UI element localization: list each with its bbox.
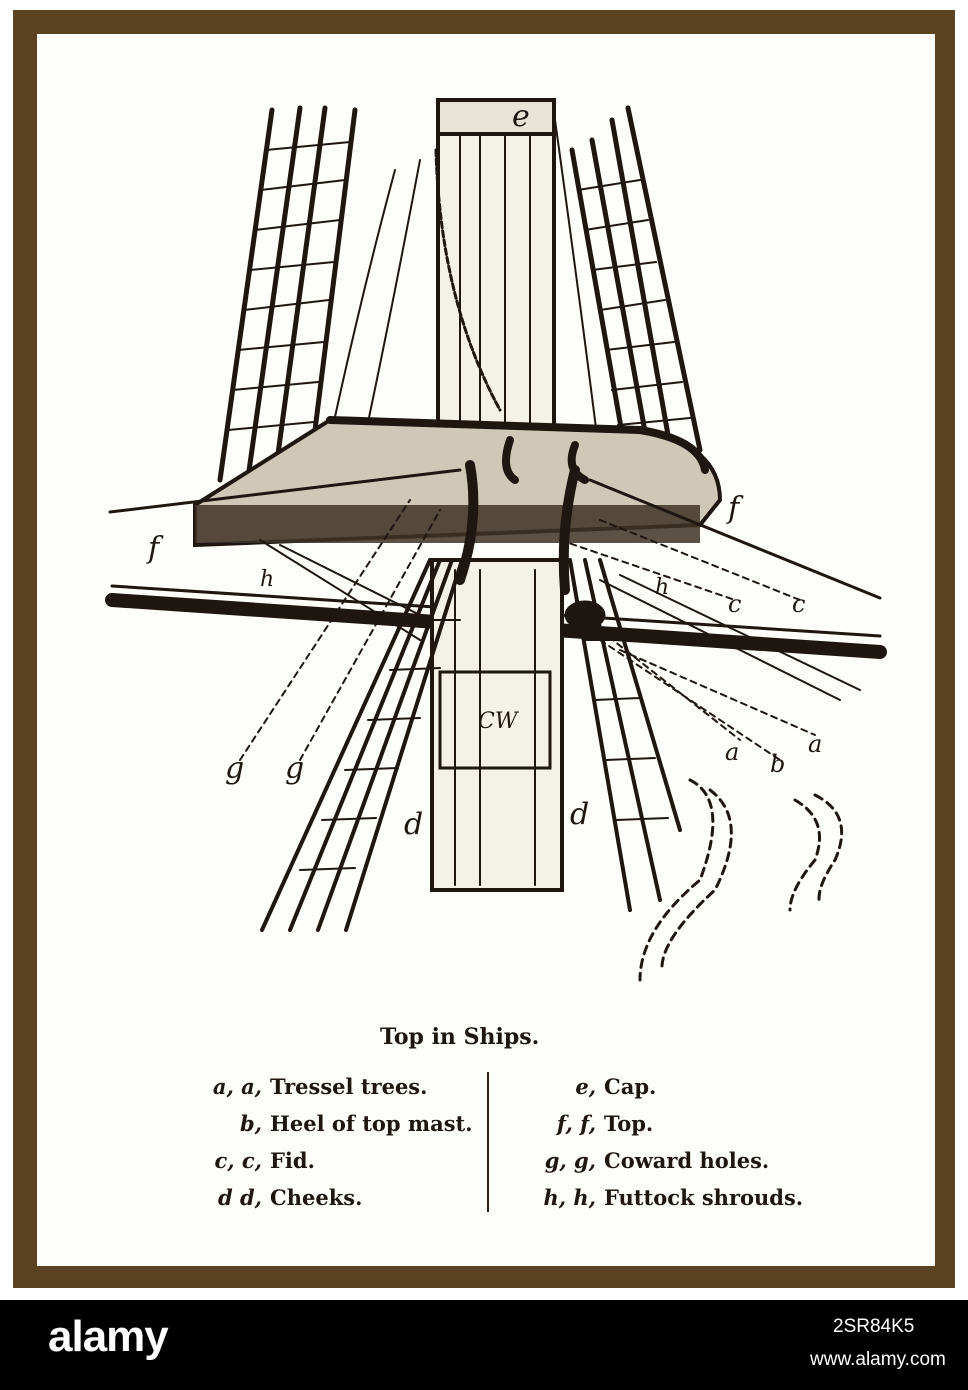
legend-item-g: g, g,Coward holes. — [544, 1148, 770, 1173]
label-d-right: d — [570, 797, 589, 832]
label-cw: CW — [478, 709, 520, 734]
label-d-left: d — [404, 807, 423, 842]
image-id: 2SR84K5 — [833, 1316, 915, 1337]
alamy-logo: alamy — [48, 1312, 169, 1361]
label-c-1: c — [728, 590, 741, 618]
label-a-1: a — [725, 738, 739, 766]
fragment-outlines — [638, 778, 844, 982]
legend-item-f: f, f,Top. — [556, 1111, 654, 1136]
leader-lines — [239, 499, 816, 761]
top-platform — [193, 416, 723, 548]
left-upper-shrouds — [217, 105, 358, 483]
legend-item-b: b,Heel of top mast. — [240, 1111, 473, 1136]
label-g-1: g — [225, 751, 244, 786]
caption-title: Top in Ships. — [380, 1024, 540, 1050]
legend-item-e: e,Cap. — [575, 1074, 657, 1099]
site-url: www.alamy.com — [810, 1349, 946, 1370]
legend-item-c: c, c,Fid. — [214, 1148, 315, 1173]
lower-left-shrouds — [260, 558, 464, 932]
label-f-right: f — [726, 491, 744, 526]
legend-left-column: a, a,Tressel trees. b,Heel of top mast. … — [80, 1068, 473, 1216]
mast-top-engraving: e f f h h c c g g a a b d d CW — [105, 98, 887, 982]
label-g-2: g — [285, 751, 304, 786]
legend-right-column: e,Cap. f, f,Top. g, g,Coward holes. h, h… — [520, 1068, 804, 1216]
right-ratlines — [577, 179, 691, 426]
watermark-strip — [0, 1300, 968, 1390]
label-e: e — [512, 99, 530, 134]
legend-divider — [487, 1072, 489, 1212]
right-upper-shrouds — [569, 105, 703, 453]
label-c-2: c — [792, 590, 805, 618]
left-ratlines — [227, 141, 351, 431]
legend-item-h: h, h,Futtock shrouds. — [543, 1185, 804, 1210]
legend-item-a: a, a,Tressel trees. — [212, 1074, 428, 1099]
label-b: b — [770, 750, 785, 778]
topmast — [436, 98, 556, 442]
label-a-2: a — [808, 730, 822, 758]
label-f-left: f — [146, 531, 164, 566]
label-h-left: h — [260, 567, 274, 592]
lower-mast — [430, 558, 564, 892]
label-h-right: h — [655, 575, 669, 600]
legend-item-d: d d,Cheeks. — [218, 1185, 363, 1210]
